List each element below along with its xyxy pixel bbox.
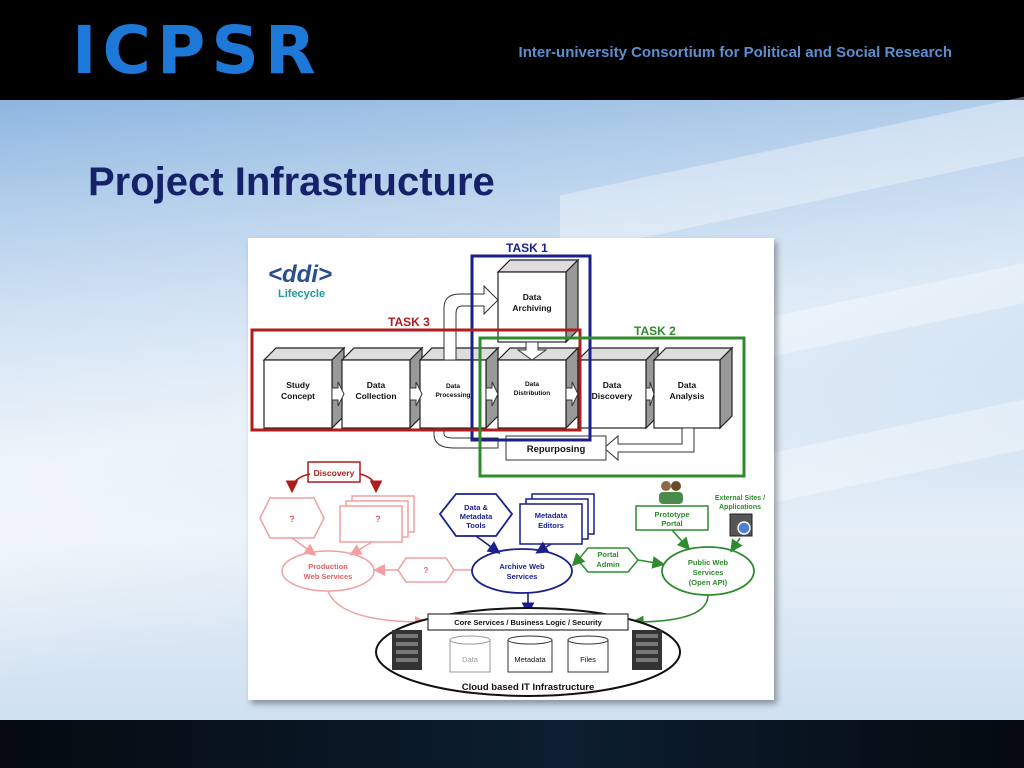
unknown-documents [339, 495, 415, 543]
data-archiving-label-line2: Archiving [512, 303, 551, 313]
data-collection-label-line2: Collection [355, 391, 396, 401]
ddi-lifecycle-label: Lifecycle [278, 288, 325, 300]
users-icon [659, 481, 683, 504]
tools-label-line1: Data & [464, 503, 488, 512]
production-web-services-cloud [281, 550, 375, 592]
task2-frame [478, 336, 746, 478]
discovery-arrow-right [359, 473, 383, 494]
unknown-mark: ? [375, 514, 381, 524]
header-bar: ICPSR Inter-university Consortium for Po… [0, 0, 1024, 100]
unknown-hexagon [259, 497, 325, 539]
study-concept-label-line1: Study [286, 380, 310, 390]
cloud-infrastructure-label: Cloud based IT Infrastructure [462, 682, 595, 693]
archive-ws-label-line1: Archive Web [499, 562, 545, 571]
external-sites-line1: External Sites / [715, 495, 765, 502]
lifecycle-boxes [262, 258, 734, 430]
files-storage-cylinder [567, 635, 609, 673]
storage-files-label: Files [580, 655, 596, 664]
metadata-editors-line1: Metadata [535, 511, 568, 520]
archive-ws-label-line2: Services [507, 572, 538, 581]
organization-tagline: Inter-university Consortium for Politica… [518, 44, 952, 61]
production-ws-label-line2: Web Services [304, 572, 353, 581]
data-analysis-label-line2: Analysis [670, 391, 705, 401]
tools-label-line2: Metadata [460, 512, 493, 521]
public-ws-label-line3: (Open API) [689, 578, 728, 587]
discovery-box [307, 461, 361, 483]
unknown-mark: ? [424, 566, 429, 575]
project-infrastructure-diagram: <ddi> Lifecycle Repurposing Data Archivi… [248, 238, 774, 700]
portal-admin-line1: Portal [597, 550, 618, 559]
metadata-editors-line2: Editors [538, 521, 564, 530]
portal-admin-line2: Admin [596, 560, 620, 569]
data-distribution-label-line2: Distribution [514, 390, 550, 397]
footer-bar [0, 720, 1024, 768]
data-metadata-tools-hexagon [438, 493, 514, 537]
pink-connectors [291, 537, 472, 628]
task3-frame [250, 328, 582, 432]
task1-frame [470, 254, 592, 442]
discovery-label: Discovery [314, 468, 355, 478]
data-collection-label-line1: Data [367, 380, 386, 390]
data-discovery-label-line2: Discovery [592, 391, 633, 401]
diagram-svg: <ddi> Lifecycle Repurposing Data Archivi… [250, 241, 765, 697]
storage-metadata-label: Metadata [514, 655, 546, 664]
production-ws-label-line1: Production [308, 562, 348, 571]
server-rack-icon [392, 630, 422, 670]
unknown-mark: ? [289, 514, 295, 524]
study-concept-label-line2: Concept [281, 391, 315, 401]
server-rack-icon [632, 630, 662, 670]
metadata-storage-cylinder [507, 635, 553, 673]
core-services-box [427, 613, 629, 631]
data-processing-label-line2: Processing [435, 392, 470, 399]
core-services-label: Core Services / Business Logic / Securit… [454, 618, 602, 627]
gear-app-icon [729, 513, 753, 537]
task3-label: TASK 3 [388, 315, 430, 329]
public-ws-label-line2: Services [693, 568, 724, 577]
green-connectors [571, 529, 743, 629]
prototype-portal-box [635, 505, 709, 531]
data-discovery-label-line1: Data [603, 380, 622, 390]
discovery-arrow-left [285, 473, 311, 494]
tools-label-line3: Tools [466, 521, 485, 530]
data-archiving-label-line1: Data [523, 292, 542, 302]
public-ws-label-line1: Public Web [688, 558, 729, 567]
data-analysis-label-line1: Data [678, 380, 697, 390]
background-streak [560, 84, 1024, 256]
repurposing-label: Repurposing [527, 444, 586, 455]
archive-web-services-cloud [471, 548, 573, 594]
prototype-portal-line1: Prototype [654, 510, 689, 519]
storage-data-label: Data [462, 655, 479, 664]
prototype-portal-line2: Portal [661, 519, 682, 528]
task1-label: TASK 1 [506, 241, 548, 255]
external-sites-line2: Applications [719, 504, 761, 511]
ddi-logo: <ddi> [268, 261, 332, 288]
lifecycle-arrows [331, 284, 695, 462]
icpsr-logo: ICPSR [72, 12, 322, 89]
data-processing-label-line1: Data [446, 383, 460, 390]
data-distribution-label-line1: Data [525, 381, 539, 388]
task2-label: TASK 2 [634, 324, 676, 338]
data-storage-cylinder [449, 635, 491, 673]
slide-title: Project Infrastructure [88, 160, 495, 204]
metadata-editors-documents [519, 493, 595, 545]
